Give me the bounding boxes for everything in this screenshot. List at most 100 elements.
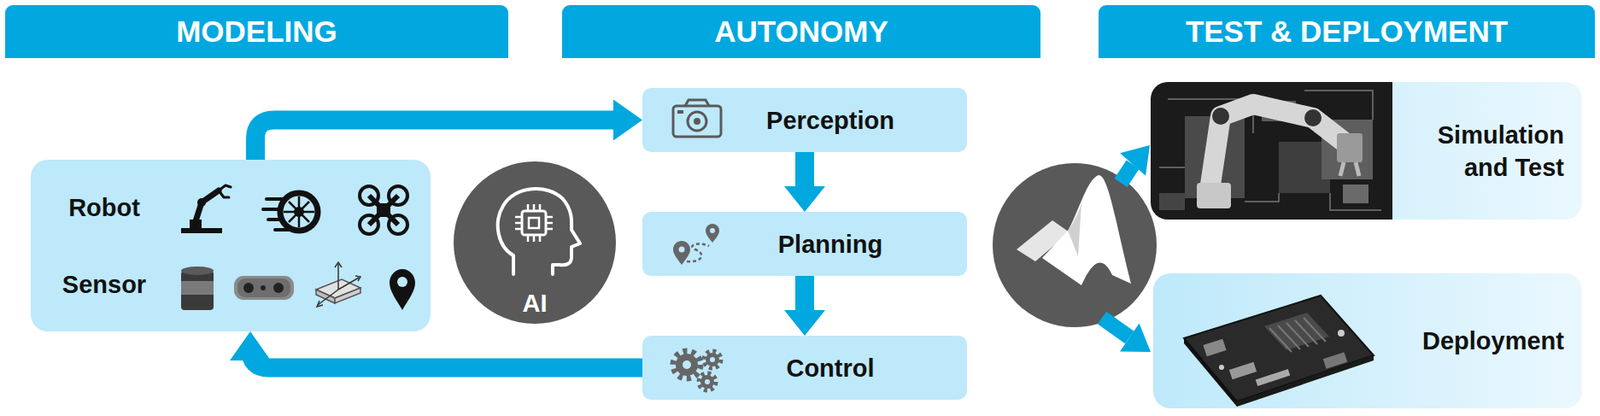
wheel-icon [283, 196, 315, 228]
lidar-icon [181, 270, 214, 311]
route-icon [673, 223, 720, 265]
embedded-board-image [1202, 339, 1226, 358]
deploy-arrow [1120, 164, 1133, 184]
output-box: Simulation and Test [1150, 82, 1583, 220]
gears-icon [700, 375, 715, 389]
simulation-image [1342, 184, 1369, 204]
matlab-logo [1042, 175, 1132, 286]
section-header: AUTONOMY [562, 5, 1041, 59]
gears-icon [673, 351, 701, 379]
arrow-shaft [255, 120, 614, 161]
arrow-shaft [795, 152, 815, 187]
category-label: Sensor [52, 271, 156, 298]
embedded-board-image [1255, 369, 1291, 387]
gears-icon [673, 351, 721, 391]
simulation-image [1210, 104, 1344, 185]
process-box: Perception [642, 87, 968, 153]
drone-icon [388, 186, 408, 206]
depth-camera-icon [273, 282, 284, 294]
header-label: MODELING [175, 14, 338, 49]
header-label: AUTONOMY [714, 14, 889, 49]
gears-icon [698, 373, 716, 391]
robot-arm-icon [218, 185, 231, 198]
simulation-image [1150, 82, 1393, 220]
ai-circle: AI [453, 161, 616, 324]
process-box: Control [642, 335, 968, 400]
wheel-icon [280, 193, 318, 231]
ai-head-icon [521, 210, 546, 235]
simulation-image [1159, 193, 1185, 211]
process-label: Planning [778, 229, 883, 259]
arrow-shaft [795, 275, 815, 311]
camera-icon [673, 105, 721, 137]
arrow-shaft [250, 349, 643, 369]
simulation-image [1150, 82, 1583, 220]
ai-head-icon [498, 188, 581, 275]
simulation-image [1336, 133, 1363, 163]
gps-pin-icon [389, 269, 416, 311]
imu-icon [316, 262, 361, 307]
depth-camera-icon [234, 275, 294, 300]
imu-icon [316, 262, 361, 307]
arrow-head [784, 186, 826, 212]
output-box: Deployment [1153, 273, 1583, 409]
drone-icon [376, 203, 391, 217]
deploy-arrow [1101, 317, 1130, 338]
section-header: TEST & DEPLOYMENT [1098, 5, 1595, 59]
drone-icon [369, 195, 399, 225]
lidar-icon [181, 266, 214, 276]
lidar-icon [181, 281, 214, 295]
gears-icon [709, 357, 716, 363]
arrow-head [229, 331, 271, 361]
ai-head-icon [498, 188, 581, 275]
embedded-board-image [1337, 329, 1345, 337]
ai-head-icon [515, 204, 553, 242]
route-icon [686, 243, 710, 262]
ai-head-icon [528, 217, 540, 229]
embedded-board-image [1183, 295, 1374, 407]
gears-icon [682, 360, 692, 370]
flow-arrow [255, 99, 643, 161]
deploy-arrow [1119, 145, 1150, 176]
output-label: Deployment [1422, 324, 1565, 358]
arrow-head [613, 99, 643, 141]
drone-icon [388, 215, 408, 235]
ai-label: AI [453, 290, 616, 317]
arrow-head [784, 310, 826, 336]
gears-icon [703, 351, 721, 369]
flow-arrow [229, 331, 643, 369]
matlab-logo [1067, 203, 1082, 257]
robot-arm-icon [181, 185, 231, 234]
camera-icon [693, 117, 701, 125]
drone-icon [359, 215, 379, 235]
camera-icon [687, 111, 707, 131]
model-panel: RobotSensor [30, 159, 431, 332]
camera-icon [673, 99, 721, 137]
flow-arrow [784, 275, 826, 336]
depth-camera-icon [237, 278, 291, 298]
drone-icon [359, 186, 408, 235]
simulation-image [1150, 82, 1393, 220]
matlab-logo [992, 163, 1157, 328]
gps-pin-icon [389, 269, 416, 311]
depth-camera-icon [260, 285, 266, 291]
embedded-board-image [1229, 362, 1257, 381]
sensor-robot-icons [30, 159, 431, 332]
gears-icon [705, 352, 720, 367]
lidar-icon [181, 266, 214, 311]
robot-arm-icon [195, 190, 219, 222]
matlab-logo [992, 163, 1157, 328]
depth-camera-icon [243, 282, 254, 294]
imu-icon [317, 263, 359, 305]
route-icon [705, 223, 720, 243]
simulation-image [1212, 107, 1230, 125]
route-icon [709, 228, 716, 234]
drone-icon [359, 186, 379, 206]
imu-icon [334, 287, 361, 304]
simulation-image [1340, 162, 1360, 176]
camera-icon [677, 110, 684, 114]
process-box: Planning [642, 211, 968, 276]
wheel-icon [263, 193, 318, 231]
embedded-board-image [1183, 338, 1237, 407]
